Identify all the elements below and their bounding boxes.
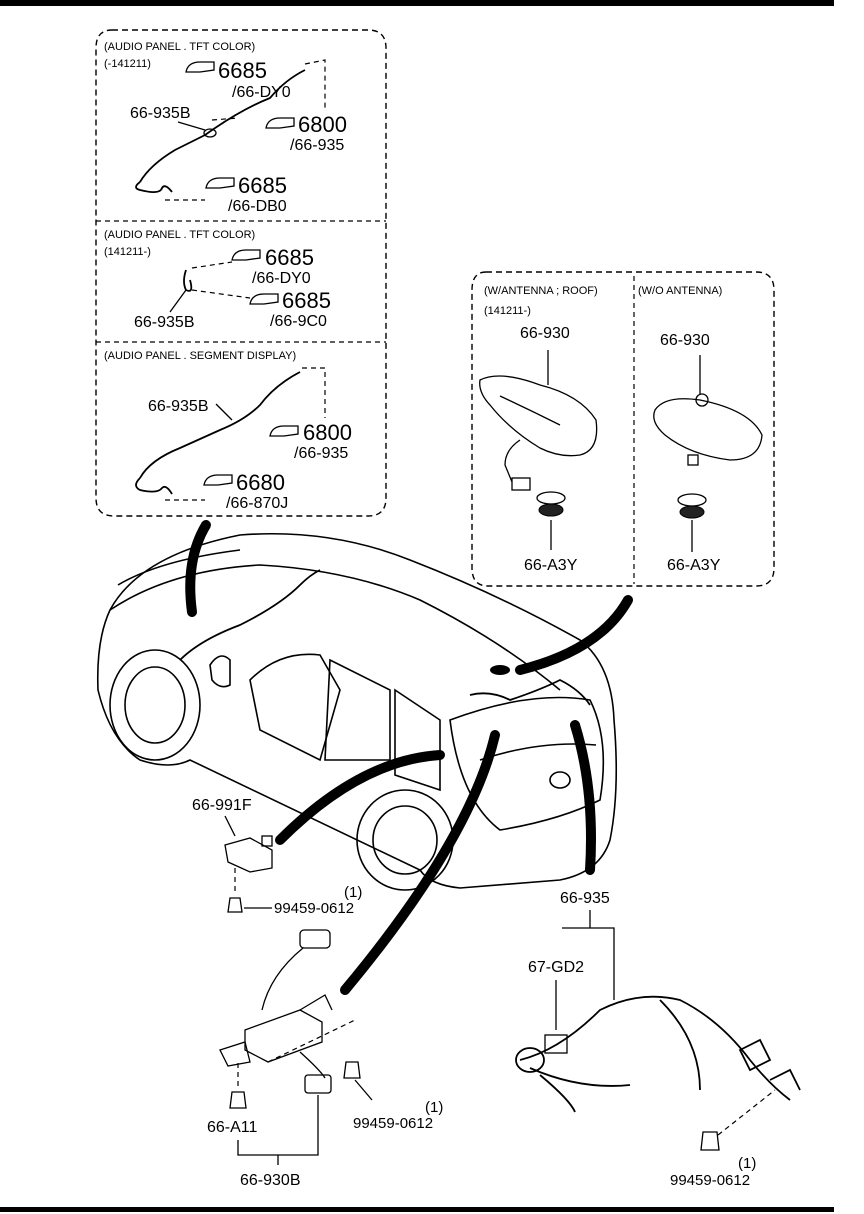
part-66-935-label: 66-935 [560,890,610,907]
dashed-leader [211,117,239,121]
dashed-leader [717,1089,776,1136]
vehicle-outline [96,532,618,891]
part-67-GD2-label: 67-GD2 [528,959,584,976]
callout-stroke [185,520,211,617]
antenna-without-part-bottom: 66-A3Y [667,557,721,574]
leader-line [177,121,206,131]
bolt1-label: 99459-0612 [274,900,354,917]
panel2-header: (AUDIO PANEL . TFT COLOR) [104,229,255,241]
grommet-seal [677,493,707,552]
callout-stroke [275,750,445,845]
panel1-part-label: 66-935B [130,105,191,122]
panel3-ref1-num: 6800 [303,420,352,445]
dashed-leader [191,289,251,299]
panel1-ref1-code: /66-DY0 [232,84,291,101]
panel2-part-label: 66-935B [134,314,195,331]
panel1-ref2-num: 6800 [298,112,347,137]
part-66-A11-label: 66-A11 [207,1119,258,1136]
shark-fin-antenna [479,350,598,491]
top-rule [0,0,834,6]
panel2-ref1-num: 6685 [265,245,314,270]
panel2-ref2-num: 6685 [282,288,331,313]
antenna-callout-box [471,271,775,587]
hand-pointer-icon [231,249,261,261]
part-66-991F-label: 66-991F [192,797,252,814]
bolt3-qty: (1) [738,1155,756,1172]
leader-line [354,1079,373,1101]
antenna-without-part-top: 66-930 [660,332,710,349]
panel3-ref1-code: /66-935 [294,445,348,462]
callout-stroke [340,730,500,995]
panel1-ref1-num: 6685 [218,58,267,83]
panel1-ref3-num: 6685 [238,173,287,198]
grommet-seal [536,491,566,550]
panel2-ref1-code: /66-DY0 [252,270,311,287]
amplifier-module [224,835,273,873]
connector-clip [203,128,217,138]
antenna-with-date: (141211-) [484,305,531,317]
antenna-amplifier [219,929,333,1094]
hand-pointer-icon [205,177,235,189]
hand-pointer-icon [249,293,279,305]
panel2-date: (141211-) [104,246,151,258]
bolt-icon [343,1061,361,1079]
bracket-line [562,927,615,1000]
panel3-part-label: 66-935B [148,398,209,415]
panel3-header: (AUDIO PANEL . SEGMENT DISPLAY) [104,350,296,362]
panel1-ref2-code: /66-935 [290,137,344,154]
antenna-with-header: (W/ANTENNA ; ROOF) [484,285,598,297]
antenna-cover-cap [653,355,763,466]
harness-wire-end [135,181,173,193]
audio-panel-callout-box [95,29,387,517]
callout-stroke [515,595,633,675]
hand-pointer-icon [265,117,295,129]
leader-line [215,403,233,421]
bolt-icon [229,1091,247,1109]
leader-line [169,289,187,313]
bottom-rule [0,1207,834,1212]
harness-wire [139,371,301,479]
dashed-leader [267,1019,356,1063]
dashed-leader [304,59,326,110]
bolt3-label: 99459-0612 [670,1172,750,1189]
dashed-leader [191,261,233,269]
callout-stroke [570,720,596,875]
bolt-icon [227,897,243,913]
bolt2-qty: (1) [425,1099,443,1116]
bolt2-label: 99459-0612 [353,1115,433,1132]
panel1-ref3-code: /66-DB0 [228,198,287,215]
harness-wire [183,269,193,292]
rear-harness [515,995,801,1113]
hand-pointer-icon [203,474,233,486]
antenna-with-part-top: 66-930 [520,325,570,342]
antenna-with-part-bottom: 66-A3Y [524,557,578,574]
panel1-header: (AUDIO PANEL . TFT COLOR) [104,41,255,53]
hand-pointer-icon [269,425,299,437]
panel2-ref2-code: /66-9C0 [270,313,327,330]
part-66-930B-label: 66-930B [240,1172,301,1189]
harness-wire [139,69,306,183]
panel3-ref2-num: 6680 [236,470,285,495]
bolt1-qty: (1) [344,884,362,901]
panel1-date: (-141211) [104,58,151,70]
panel3-ref2-code: /66-870J [226,495,288,512]
harness-wire-end [135,477,173,495]
dashed-leader [302,367,326,418]
bolt-icon [700,1131,720,1151]
hand-pointer-icon [185,61,215,73]
antenna-without-header: (W/O ANTENNA) [638,285,722,297]
leader-line [224,815,236,837]
